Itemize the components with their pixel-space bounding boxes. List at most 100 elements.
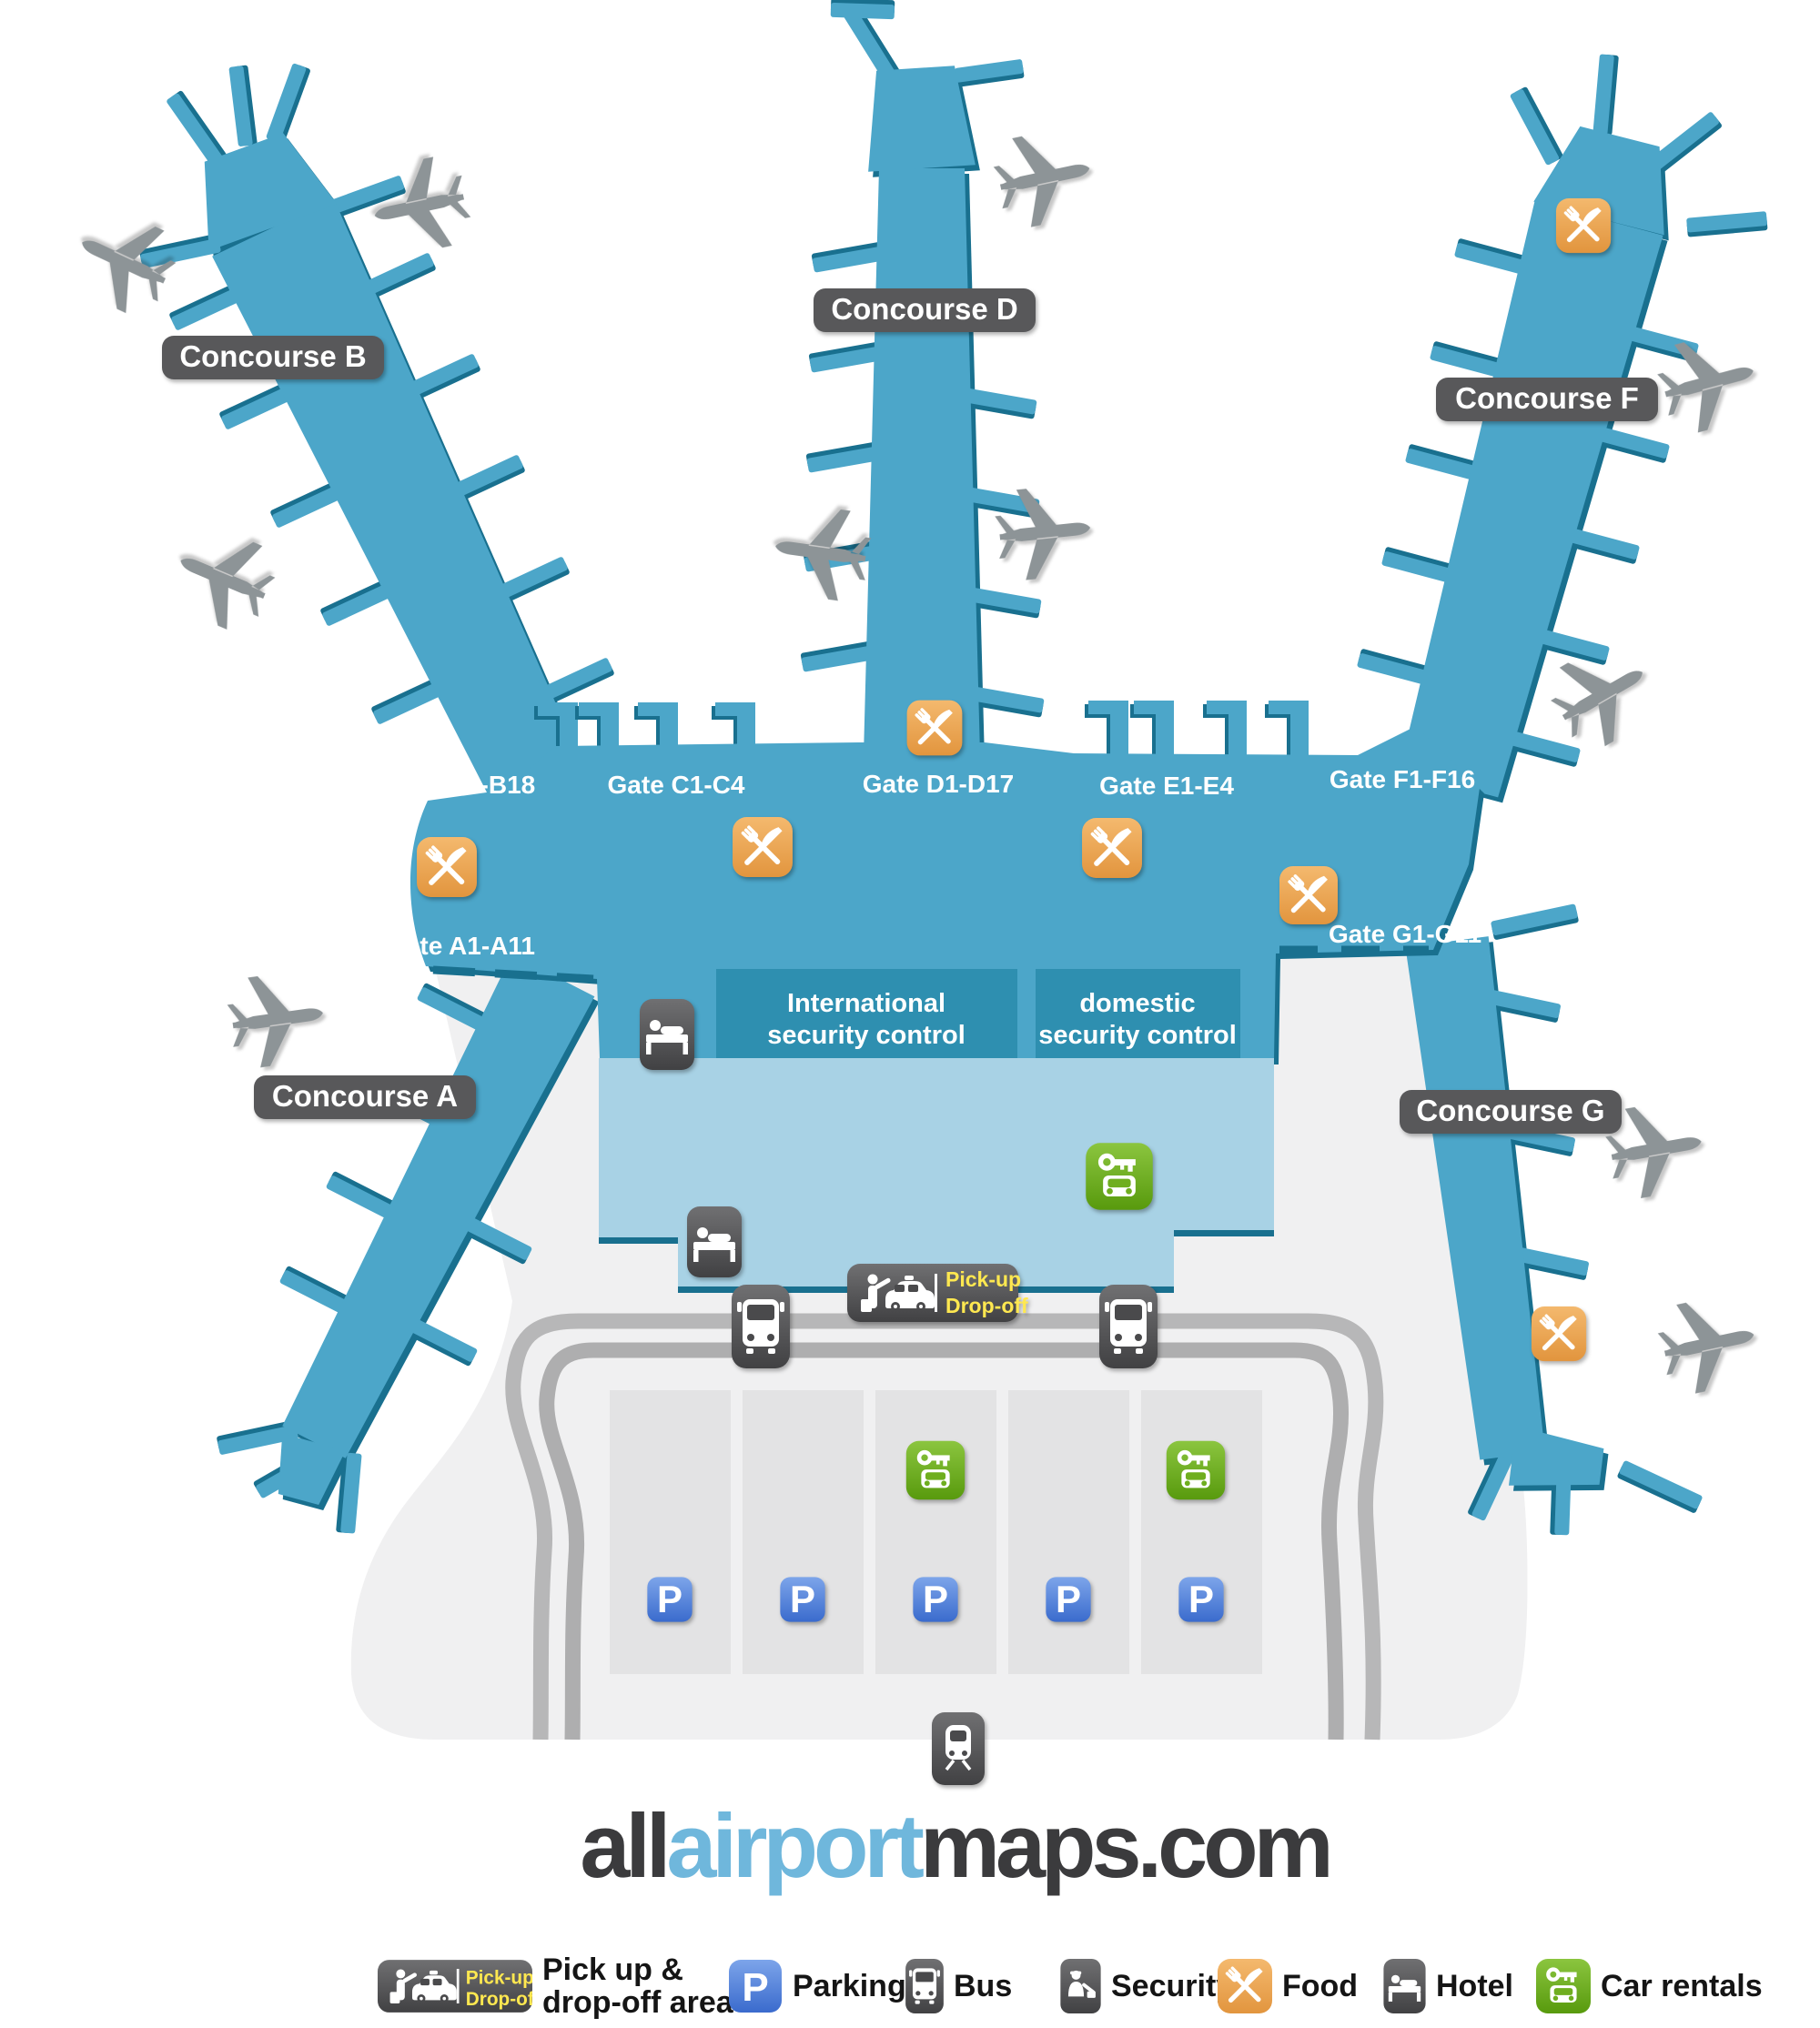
jet-bridge (1405, 444, 1487, 483)
pickup-dropoff-icon: Pick-up Drop-off (378, 1960, 532, 2013)
jet-bridge (279, 1266, 359, 1318)
legend-label: Car rentals (1601, 1969, 1763, 2003)
hotel-icon (1383, 1959, 1426, 2013)
parking-icon: P (913, 1577, 958, 1622)
hotel-icon (687, 1206, 742, 1277)
jet-bridge (399, 1314, 478, 1367)
jet-bridge (446, 455, 525, 505)
jet-bridge (357, 253, 436, 303)
jet-bridge (417, 983, 496, 1035)
jet-bridge (1454, 238, 1536, 277)
security-icon (1060, 1959, 1101, 2013)
parking-icon: P (1178, 1577, 1224, 1622)
jet-bridge (1430, 341, 1512, 380)
legend-item-pickup: Pick-up Drop-off Pick up & drop-off area (378, 1953, 733, 2019)
car-rentals-icon (1536, 1959, 1591, 2013)
pickup-dropoff-badge: Pick-up Drop-off (847, 1264, 1028, 1322)
food-icon (1555, 197, 1612, 254)
jet-bridge (955, 387, 1037, 419)
gate-label-f: Gate F1-F16 (1330, 765, 1475, 793)
concourse-f-pier (1357, 54, 1768, 803)
jet-bridge (228, 65, 258, 146)
gate-label-c: Gate C1-C4 (608, 771, 745, 799)
food-icon (417, 837, 477, 897)
svg-text:P: P (790, 1578, 815, 1620)
concourse-labels: Concourse B Concourse D Concourse F Conc… (162, 288, 1658, 1134)
food-icon (1082, 818, 1142, 878)
gate-label-b: Gate B1-B18 (384, 771, 536, 799)
outer-access-road (505, 1313, 1384, 1740)
svg-text:Concourse B: Concourse B (179, 339, 366, 373)
jet-bridge (830, 0, 895, 20)
jet-bridge (1558, 525, 1640, 564)
svg-text:P: P (742, 1965, 768, 2010)
concourse-g-pier (1405, 903, 1703, 1536)
legend-label: Hotel (1436, 1969, 1513, 2003)
legend-item-hotel: Hotel (1383, 1958, 1513, 2014)
jet-bridge (371, 674, 450, 724)
concourse-label-d: Concourse D (814, 288, 1036, 332)
jet-bridge (1649, 112, 1722, 175)
concourse-d-pier (800, 0, 1045, 761)
arrivals-hall (599, 1058, 1274, 1286)
parking-icon: P (647, 1577, 693, 1622)
gate-label-e: Gate E1-E4 (1099, 772, 1234, 800)
airplane-icon (988, 124, 1099, 233)
jet-bridge (1528, 626, 1610, 665)
legend-label: Food (1282, 1969, 1359, 2003)
svg-text:Pick-up: Pick-up (945, 1267, 1021, 1291)
domestic-security-label-line1: domestic (1079, 989, 1195, 1018)
gate-label-g: Gate G1-G11 (1329, 920, 1481, 948)
svg-text:P: P (657, 1578, 682, 1620)
gate-stub (1265, 701, 1309, 762)
legend-item-car-rentals: Car rentals (1536, 1958, 1763, 2014)
svg-text:P: P (923, 1578, 948, 1620)
airplane-icon (1653, 1290, 1764, 1399)
food-icon (906, 700, 963, 756)
jet-bridge (1588, 424, 1670, 463)
jet-bridge (453, 1212, 532, 1265)
food-icon (1531, 1306, 1587, 1362)
parking-lot-column (1141, 1390, 1262, 1674)
svg-text:Concourse F: Concourse F (1455, 381, 1639, 415)
legend-label: Bus (954, 1969, 1013, 2003)
legend-label: Pick up & drop-off area (542, 1952, 733, 2020)
gate-label-d: Gate D1-D17 (863, 770, 1015, 798)
jet-bridge (1686, 211, 1768, 237)
legend-label: Security (1111, 1969, 1234, 2003)
logo-part-airport: airport (666, 1795, 925, 1896)
jet-bridge (1592, 54, 1619, 136)
legend-item-bus: Bus (905, 1958, 1012, 2014)
legend-item-parking: P Parking (728, 1958, 906, 2014)
bus-stop-icon (1099, 1285, 1158, 1368)
domestic-security-zone (1036, 969, 1240, 1058)
jet-bridge (1507, 1246, 1589, 1280)
parking-lot-column (875, 1390, 996, 1674)
parking-area (610, 1390, 1262, 1674)
logo-part-maps: maps.com (919, 1795, 1334, 1896)
international-security-zone (716, 969, 1017, 1058)
food-icon (733, 817, 793, 877)
jet-bridge (959, 586, 1042, 619)
jet-bridge (954, 59, 1025, 87)
svg-text:Pick-up: Pick-up (466, 1967, 532, 1988)
inner-access-road (539, 1342, 1350, 1740)
hotel-icon (640, 999, 694, 1070)
bus-icon (905, 1959, 944, 2013)
jet-bridge (1510, 86, 1563, 166)
jet-bridge (962, 685, 1045, 718)
concourse-label-a: Concourse A (254, 1075, 476, 1119)
logo-part-all: all (580, 1795, 671, 1896)
food-icon (1279, 866, 1338, 924)
svg-text:Concourse D: Concourse D (831, 292, 1017, 326)
airplane-icon (223, 967, 329, 1072)
parking-lot-column (743, 1390, 864, 1674)
svg-text:Concourse G: Concourse G (1416, 1094, 1604, 1127)
jet-bridge (1357, 649, 1439, 688)
svg-text:P: P (1056, 1578, 1081, 1620)
jet-bridge (167, 90, 227, 166)
airplane-icon (162, 519, 285, 640)
jet-bridge (336, 1452, 362, 1534)
